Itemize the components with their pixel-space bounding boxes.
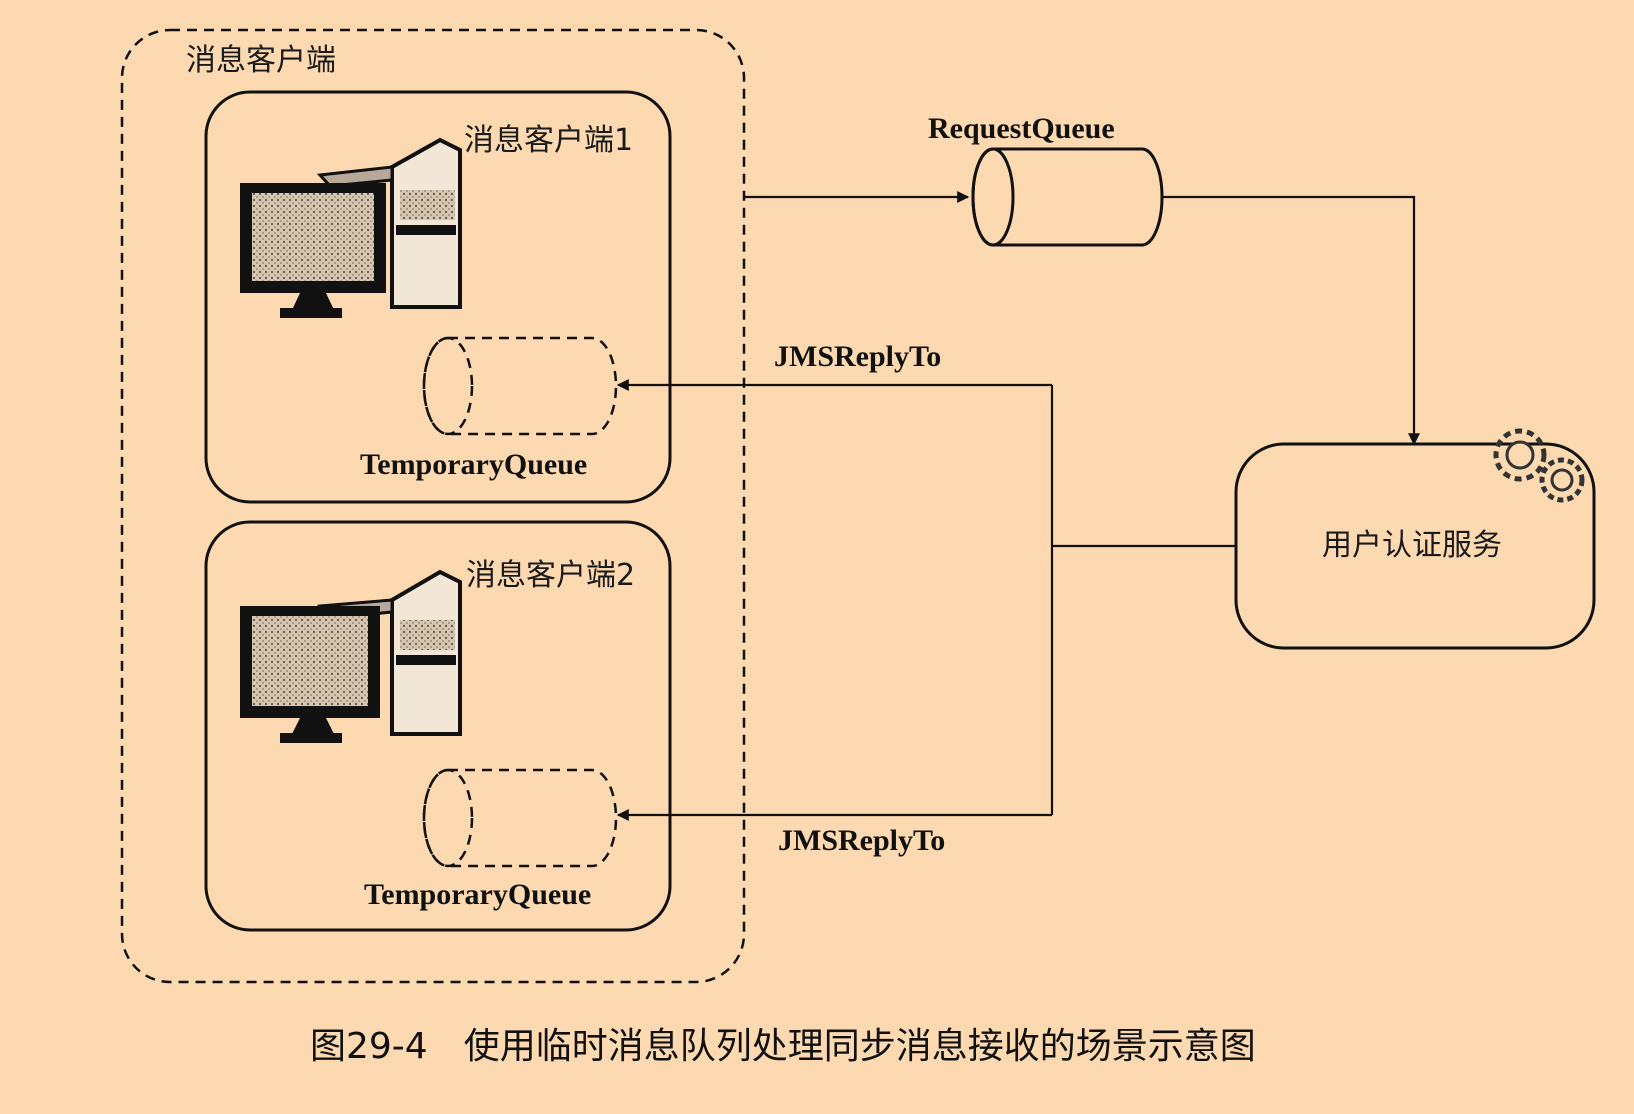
gear-icon: [1493, 428, 1547, 482]
client-1: 消息客户端1 TemporaryQueue: [204, 90, 672, 504]
reply-trunk: [1050, 385, 1236, 815]
auth-service-label: 用户认证服务: [1322, 528, 1502, 563]
temporary-queue-1-cylinder: [422, 336, 618, 436]
computer-icon: [240, 137, 462, 318]
outer-client-group: [120, 28, 746, 984]
temporary-queue-2-label: TemporaryQueue: [364, 878, 591, 911]
figure-caption: 图29-4 使用临时消息队列处理同步消息接收的场景示意图: [310, 1026, 1256, 1067]
queue-to-service-arrow: [1162, 195, 1420, 446]
client-2-box: [204, 520, 672, 932]
gear-icon: [1539, 457, 1585, 503]
client-2-label: 消息客户端2: [466, 558, 635, 593]
reply-label-1: JMSReplyTo: [774, 340, 941, 373]
computer-icon: [240, 569, 462, 743]
request-queue-cylinder: [971, 147, 1164, 247]
client-1-box: [204, 90, 672, 504]
reply-label-2: JMSReplyTo: [778, 824, 945, 857]
outer-group-label: 消息客户端: [186, 43, 336, 78]
temporary-queue-2-cylinder: [422, 768, 618, 868]
client-2: 消息客户端2 TemporaryQueue: [204, 520, 672, 932]
request-queue-label: RequestQueue: [928, 112, 1115, 145]
client-1-label: 消息客户端1: [464, 123, 633, 158]
temporary-queue-1-label: TemporaryQueue: [360, 448, 587, 481]
